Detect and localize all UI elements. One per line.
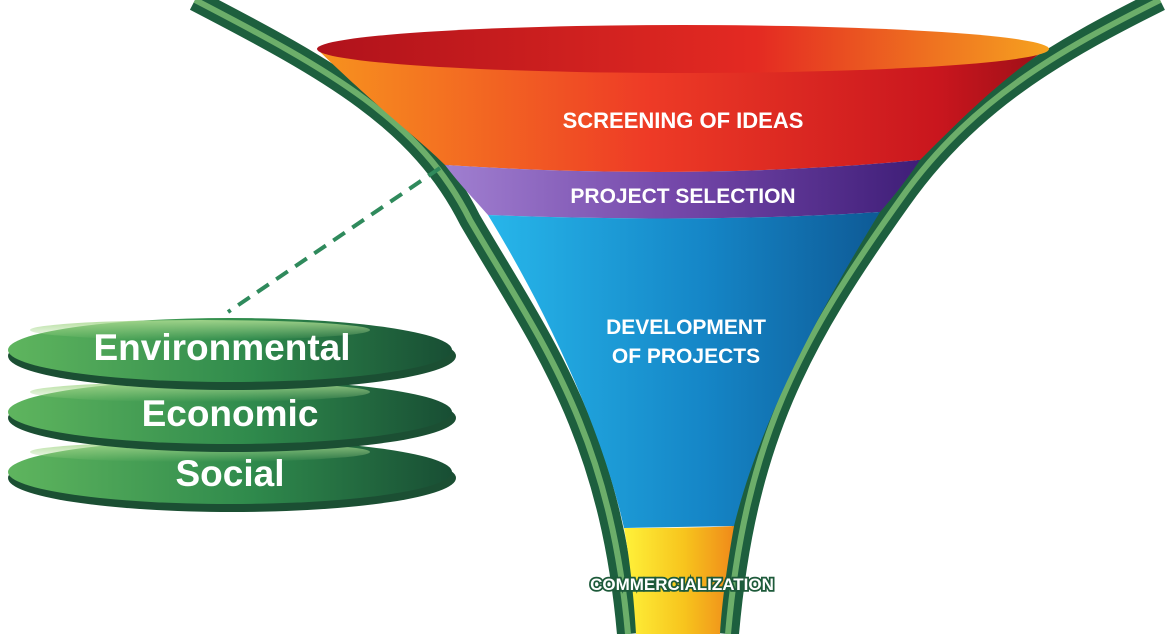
criteria-stack: Social Economic Environmental xyxy=(8,318,456,512)
disc-environmental-highlight xyxy=(30,320,370,340)
stage-screening-top-rim xyxy=(317,25,1049,73)
stage-development-label-line1: DEVELOPMENT xyxy=(606,316,766,339)
stage-screening-of-ideas: SCREENING OF IDEAS xyxy=(317,25,1049,172)
funnel-left-wall-highlight xyxy=(193,0,631,634)
criteria-disc-economic: Economic xyxy=(8,380,456,452)
criteria-connector-line xyxy=(226,166,442,314)
funnel-right-wall-highlight xyxy=(725,0,1162,634)
stage-commercialization: COMMERCIALIZATION xyxy=(588,526,776,634)
funnel-outline xyxy=(189,0,1165,634)
criteria-environmental-label: Environmental xyxy=(94,327,351,368)
stage-screening-label: SCREENING OF IDEAS xyxy=(563,108,804,133)
stage-development-of-projects: DEVELOPMENT OF PROJECTS xyxy=(488,212,880,528)
criteria-social-label: Social xyxy=(176,453,285,494)
stage-project-selection: PROJECT SELECTION xyxy=(445,160,920,219)
criteria-disc-social: Social xyxy=(8,440,456,512)
stage-commercialization-label: COMMERCIALIZATION xyxy=(590,575,774,594)
stage-selection-label: PROJECT SELECTION xyxy=(570,185,795,208)
criteria-economic-label: Economic xyxy=(142,393,319,434)
stage-screening-band xyxy=(318,48,1048,172)
criteria-disc-environmental: Environmental xyxy=(8,318,456,390)
stage-development-band xyxy=(488,212,880,528)
stage-commercialization-band xyxy=(624,526,734,634)
stage-selection-band xyxy=(445,160,920,219)
stage-development-label-line2: OF PROJECTS xyxy=(612,345,760,368)
